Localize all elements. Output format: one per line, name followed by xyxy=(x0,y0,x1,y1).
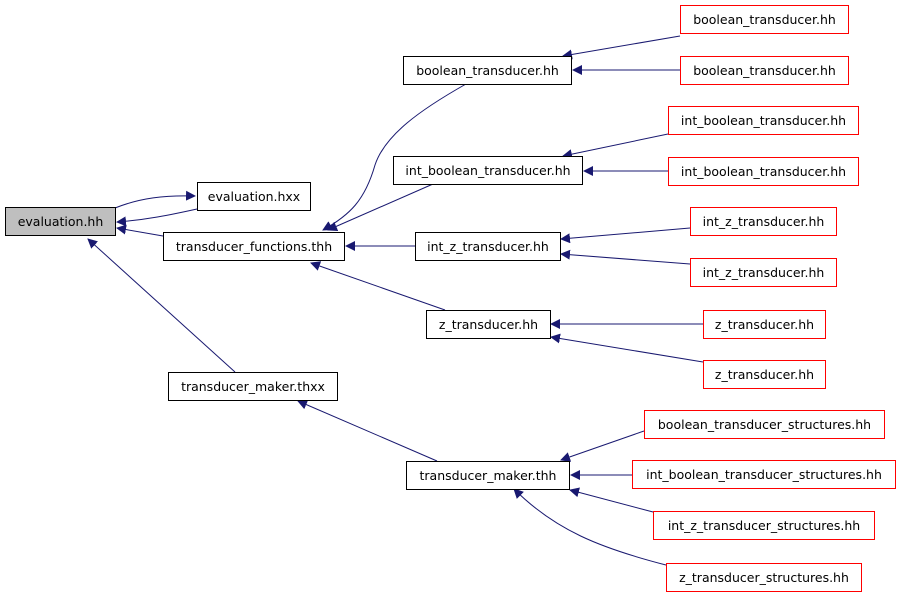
node-boolean-transducer-hh[interactable]: boolean_transducer.hh xyxy=(403,56,572,85)
edge-ext-z-2-to-z-transducer xyxy=(550,333,704,363)
node-label: int_z_transducer.hh xyxy=(702,265,825,280)
edge-ext-int-z-structures-to-maker xyxy=(569,487,654,513)
node-ext-int-boolean-transducer-1[interactable]: int_boolean_transducer.hh xyxy=(668,106,859,135)
node-ext-int-z-transducer-1[interactable]: int_z_transducer.hh xyxy=(690,207,837,236)
node-label: int_z_transducer_structures.hh xyxy=(667,518,861,533)
node-int-boolean-transducer-hh[interactable]: int_boolean_transducer.hh xyxy=(393,156,583,185)
node-label: int_boolean_transducer.hh xyxy=(680,113,847,128)
node-label: z_transducer.hh xyxy=(714,367,815,382)
node-ext-z-transducer-1[interactable]: z_transducer.hh xyxy=(703,310,826,339)
node-label: int_z_transducer.hh xyxy=(427,239,549,254)
node-evaluation-hh[interactable]: evaluation.hh xyxy=(5,207,116,236)
node-ext-boolean-transducer-2[interactable]: boolean_transducer.hh xyxy=(680,56,849,85)
edge-ext-boolean-1-to-boolean-transducer xyxy=(562,35,681,60)
node-label: boolean_transducer_structures.hh xyxy=(657,417,872,432)
node-ext-z-transducer-2[interactable]: z_transducer.hh xyxy=(703,360,826,389)
node-label: z_transducer_structures.hh xyxy=(679,570,849,585)
node-ext-boolean-transducer-structures[interactable]: boolean_transducer_structures.hh xyxy=(644,410,885,439)
node-ext-boolean-transducer-1[interactable]: boolean_transducer.hh xyxy=(680,5,849,34)
node-label: z_transducer.hh xyxy=(438,317,539,332)
node-label: transducer_functions.thh xyxy=(175,239,333,254)
edge-z-transducer-to-transducer-functions xyxy=(310,261,446,311)
node-z-transducer-hh[interactable]: z_transducer.hh xyxy=(426,310,551,339)
edge-ext-int-boolean-1-to-int-boolean-transducer xyxy=(562,133,669,160)
node-label: int_boolean_transducer.hh xyxy=(680,164,847,179)
node-evaluation-hxx[interactable]: evaluation.hxx xyxy=(197,182,311,211)
node-ext-int-z-transducer-structures[interactable]: int_z_transducer_structures.hh xyxy=(653,511,875,540)
node-label: z_transducer.hh xyxy=(714,317,815,332)
node-transducer-maker-thxx[interactable]: transducer_maker.thxx xyxy=(168,372,338,401)
node-label: boolean_transducer.hh xyxy=(693,12,836,27)
node-label: boolean_transducer.hh xyxy=(693,63,836,78)
edge-ext-int-z-1-to-int-z-transducer xyxy=(560,227,691,244)
node-label: int_z_transducer.hh xyxy=(702,214,825,229)
node-ext-int-boolean-transducer-2[interactable]: int_boolean_transducer.hh xyxy=(668,157,859,186)
edge-boolean-transducer-to-transducer-functions xyxy=(322,83,467,231)
edge-transducer-functions-to-evaluation-hh xyxy=(116,224,164,237)
node-label: int_boolean_transducer.hh xyxy=(405,163,571,178)
node-label: boolean_transducer.hh xyxy=(416,63,559,78)
node-label: transducer_maker.thxx xyxy=(181,379,325,394)
edge-ext-int-z-2-to-int-z-transducer xyxy=(560,249,691,265)
node-ext-z-transducer-structures[interactable]: z_transducer_structures.hh xyxy=(666,563,862,592)
node-transducer-maker-thh[interactable]: transducer_maker.thh xyxy=(406,461,570,490)
node-transducer-functions-thh[interactable]: transducer_functions.thh xyxy=(163,232,345,261)
edge-evaluation-hh-to-evaluation-hxx xyxy=(114,190,196,209)
edge-transducer-maker-thh-to-thxx xyxy=(297,399,438,462)
node-label: evaluation.hxx xyxy=(207,189,301,204)
node-int-z-transducer-hh[interactable]: int_z_transducer.hh xyxy=(415,232,561,261)
edge-transducer-maker-thxx-to-evaluation-hh xyxy=(87,238,236,373)
edge-int-boolean-transducer-to-transducer-functions xyxy=(327,183,434,231)
node-label: int_boolean_transducer_structures.hh xyxy=(646,467,882,482)
edge-evaluation-hxx-to-evaluation-hh xyxy=(116,208,198,227)
node-ext-int-z-transducer-2[interactable]: int_z_transducer.hh xyxy=(690,258,837,287)
node-label: transducer_maker.thh xyxy=(419,468,557,483)
edge-ext-z-structures-to-maker xyxy=(513,488,667,566)
node-ext-int-boolean-transducer-structures[interactable]: int_boolean_transducer_structures.hh xyxy=(632,460,896,489)
edge-ext-bool-structures-to-maker xyxy=(560,430,645,462)
node-label: evaluation.hh xyxy=(17,214,104,229)
